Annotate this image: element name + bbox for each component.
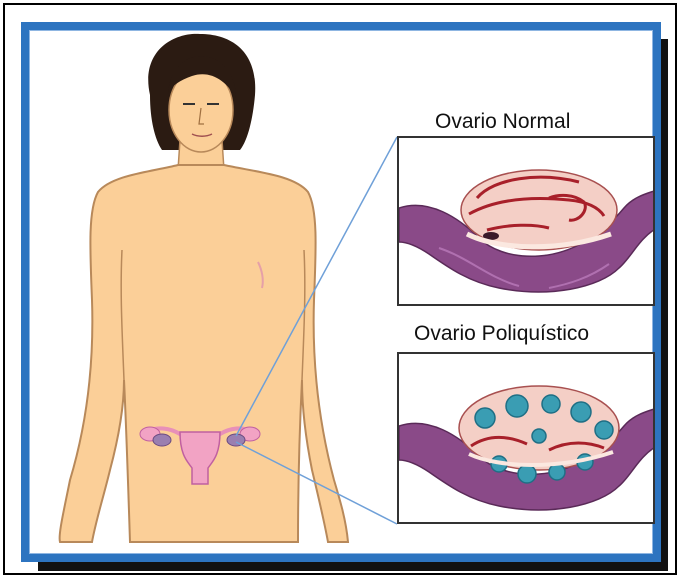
normal-ovary-panel [397,136,655,306]
polycystic-ovary-panel [397,352,655,524]
body [60,165,348,542]
normal-ovary-illustration [399,138,655,306]
normal-ovary-title: Ovario Normal [435,110,570,134]
polycystic-ovary-title: Ovario Poliquístico [414,322,589,346]
polycystic-ovary-illustration [399,354,655,524]
